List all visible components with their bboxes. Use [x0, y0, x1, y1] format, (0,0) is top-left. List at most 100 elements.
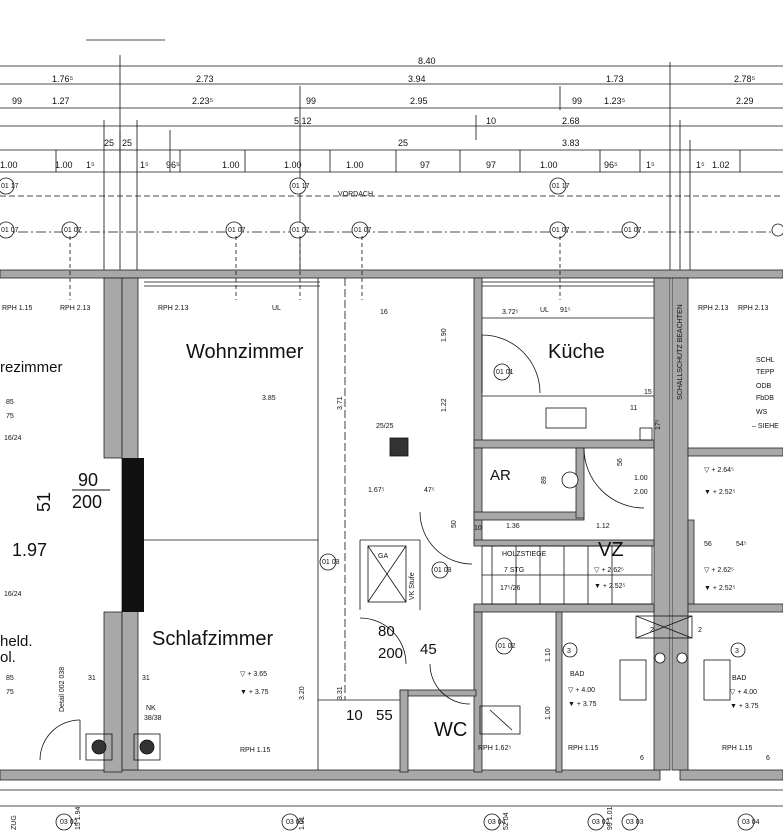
- dim-r2-1: 1.27: [52, 96, 70, 106]
- dim-r1-3: 1.73: [606, 74, 624, 84]
- dimension-texts: 8.40 1.76⁵ 2.73 3.94 1.73 2.78⁵ 99 1.27 …: [0, 56, 756, 198]
- lvl-262: ▽ + 2.62⁵: [594, 567, 624, 574]
- bottom-marker-0302b: 03 02: [592, 819, 610, 826]
- marker-0107f: 01 07: [552, 227, 570, 234]
- walls: [0, 269, 783, 781]
- stg-dim: 17⁵/26: [500, 585, 521, 592]
- marker-0101: 01 01: [496, 369, 514, 376]
- ga: GA: [378, 553, 388, 560]
- hand-10: 10: [346, 707, 363, 724]
- room-bad-left: BAD: [570, 671, 584, 678]
- room-schlafzimmer: Schlafzimmer: [152, 628, 273, 650]
- handwritten-dims: 90 200 51 1.97 80 200 45 55 10: [12, 470, 437, 724]
- dim-r5-6: 1.00: [284, 160, 302, 170]
- dim-r3-0: 5.12: [294, 116, 312, 126]
- technical-labels: RPH 1.15 RPH 2.13 RPH 2.13 RPH 2.13 RPH …: [2, 304, 779, 830]
- dim-89: 89: [541, 476, 548, 484]
- dim-r2-2: 2.23⁵: [192, 96, 214, 106]
- marker-0103b: 01 03: [434, 567, 452, 574]
- rph-213d: RPH 2.13: [738, 305, 768, 312]
- tepp: TEPP: [756, 369, 775, 376]
- hand-45: 45: [420, 641, 437, 658]
- bottom-dim-0: 15 1.94: [75, 807, 82, 830]
- hand-80: 80: [378, 623, 395, 640]
- dim-190: 1.90: [441, 328, 448, 342]
- nk: NK: [146, 705, 156, 712]
- dim-r5-7: 1.00: [346, 160, 364, 170]
- dim-56b: 56: [617, 458, 624, 466]
- dim-r4-2: 25: [398, 138, 408, 148]
- top-dimension-chains: [0, 39, 783, 270]
- dim-r2-7: 2.29: [736, 96, 754, 106]
- dim-320: 3.20: [299, 686, 306, 700]
- vordach-label: VORDACH: [338, 191, 373, 198]
- dim-475: 47⁵: [424, 487, 435, 494]
- bottom-dim-3: 99 1.01: [607, 807, 614, 830]
- dim-75: 75: [6, 413, 14, 420]
- dim-r4-3: 3.83: [562, 138, 580, 148]
- ul-val: 91⁵: [560, 307, 571, 314]
- dim-85b: 85: [6, 675, 14, 682]
- bottom-dim-1: 1.01: [299, 816, 306, 830]
- hand-200: 200: [72, 492, 102, 512]
- dim-75b: 75: [6, 689, 14, 696]
- ws: WS: [756, 409, 768, 416]
- room-bad-right: BAD: [732, 675, 746, 682]
- fbdb: FbDB: [756, 395, 774, 402]
- zug: ZUG: [11, 815, 18, 830]
- dim-r3-1: 10: [486, 116, 496, 126]
- rph-213a: RPH 2.13: [60, 305, 90, 312]
- room-ar: AR: [490, 467, 511, 484]
- dim-r5-13: 1⁵: [696, 160, 705, 170]
- lower-marker-texts: 01 01 01 03 01 03 01 02 3 3 2 2: [322, 369, 739, 655]
- dim-r5-0: 1.00: [0, 160, 18, 170]
- dim-100: 1.00: [634, 475, 648, 482]
- rph-115d: RPH 1.15: [722, 745, 752, 752]
- marker-2a: 2: [650, 627, 654, 634]
- marker-2b: 2: [698, 627, 702, 634]
- lvl-264: ▽ + 2.64⁵: [704, 467, 734, 474]
- dim-r5-8: 97: [420, 160, 430, 170]
- rph-115a: RPH 1.15: [240, 747, 270, 754]
- dim-r2-5: 99: [572, 96, 582, 106]
- dim-r4-1: 25: [122, 138, 132, 148]
- dim-385: 3.85: [262, 395, 276, 402]
- dim-112: 1.12: [596, 523, 610, 530]
- hand-200b: 200: [378, 645, 403, 662]
- dim-r3-2: 2.68: [562, 116, 580, 126]
- dim-100b: 1.00: [545, 706, 552, 720]
- dim-r5-5: 1.00: [222, 160, 240, 170]
- room-labels: Wohnzimmer Küche Schlafzimmer rezimmer A…: [0, 341, 746, 741]
- dim-545: 54⁵: [736, 541, 747, 548]
- marker-0117b: 01 17: [292, 183, 310, 190]
- marker-0107d: 01 07: [292, 227, 310, 234]
- dim-r1-4: 2.78⁵: [734, 74, 756, 84]
- schl: SCHL: [756, 357, 775, 364]
- dim-r5-9: 97: [486, 160, 496, 170]
- dim-85: 85: [6, 399, 14, 406]
- section-marker-texts: 01 17 01 17 01 17 01 07 01 07 01 07 01 0…: [1, 183, 642, 234]
- marker-0107c: 01 07: [228, 227, 246, 234]
- hand-55: 55: [376, 707, 393, 724]
- room-kueche: Küche: [548, 341, 605, 363]
- marker-0102: 01 02: [498, 643, 516, 650]
- room-wohnzimmer: Wohnzimmer: [186, 341, 304, 363]
- section-markers: [0, 177, 783, 239]
- rph-213b: RPH 2.13: [158, 305, 188, 312]
- bottom-dim-4: 6: [640, 755, 644, 762]
- marker-0117a: 01 17: [1, 183, 19, 190]
- demolition-wall: [122, 458, 144, 612]
- dim-11: 11: [630, 405, 637, 412]
- lvl-375c: ▼ + 3.75: [730, 703, 759, 710]
- dim-15: 15: [644, 389, 652, 396]
- lvl-365: ▽ + 3.65: [240, 671, 267, 678]
- dim-r2-3: 99: [306, 96, 316, 106]
- dim-56: 56: [704, 541, 712, 548]
- dim-r1-1: 2.73: [196, 74, 214, 84]
- lvl-252b: ▼ + 2.52⁵: [704, 489, 736, 496]
- dim-167: 1.67⁵: [368, 487, 385, 494]
- dim-16: 16: [380, 309, 388, 316]
- dim-r5-1: 1.00: [55, 160, 73, 170]
- stg: 7 STG: [504, 567, 524, 574]
- dim-r4-0: 25: [104, 138, 114, 148]
